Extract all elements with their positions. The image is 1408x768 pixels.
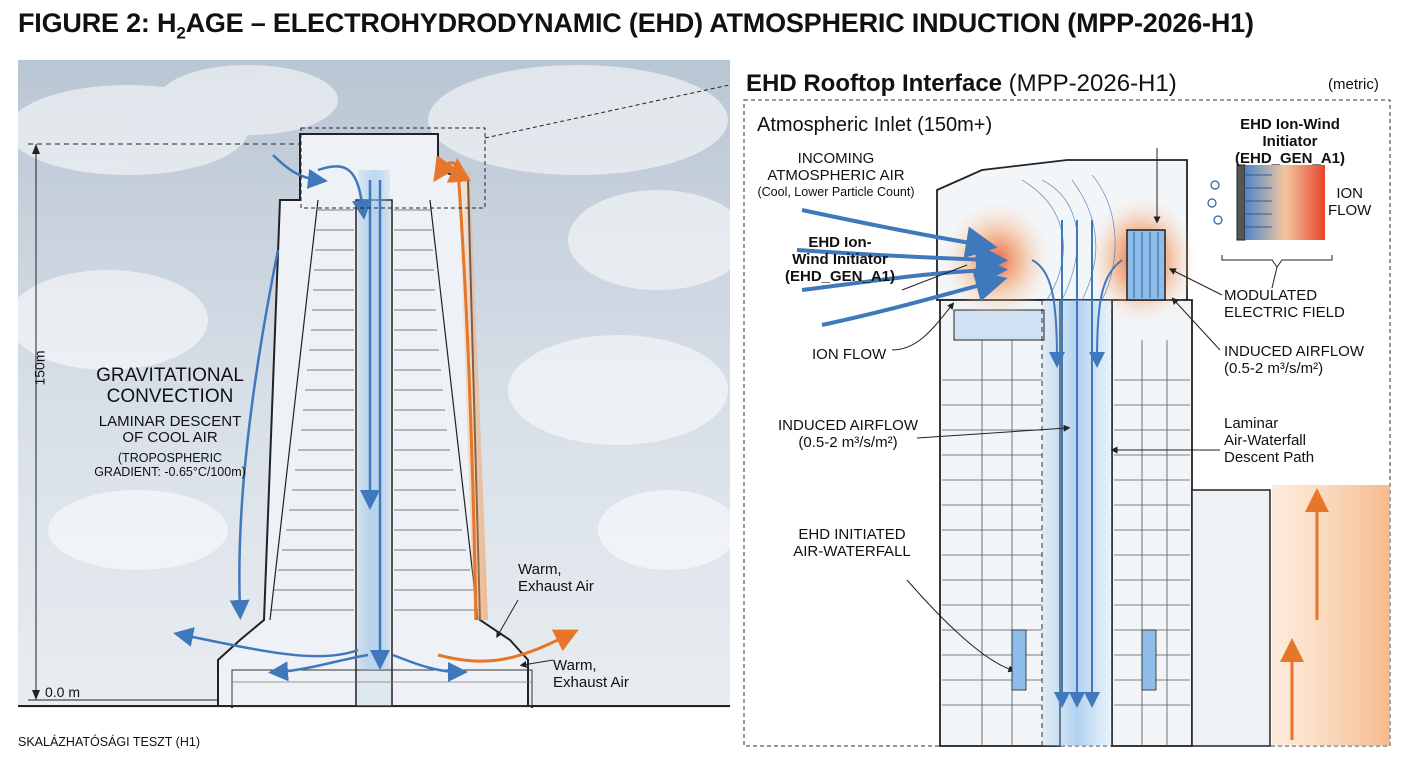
height-label: 150m — [31, 350, 48, 386]
incoming-air-label: INCOMING ATMOSPHERIC AIR (Cool, Lower Pa… — [757, 150, 915, 199]
gravitational-convection-label: GRAVITATIONAL CONVECTION LAMINAR DESCENT… — [94, 365, 246, 480]
warm-exhaust-lower-label: Warm, Exhaust Air — [553, 657, 629, 691]
warm-exhaust-upper-label: Warm, Exhaust Air — [518, 561, 594, 595]
roof-detail-box — [300, 127, 486, 209]
incoming-air-arrows — [796, 208, 1008, 327]
inset-title: EHD Rooftop Interface (MPP-2026-H1) — [746, 70, 1177, 97]
footer-note: SKALÁZHATÓSÁGI TESZT (H1) — [18, 735, 200, 749]
cool-air-arrows — [173, 154, 468, 682]
modulated-field-label: MODULATED ELECTRIC FIELD — [1224, 287, 1345, 321]
induced-airflow-center-label: INDUCED AIRFLOW (0.5-2 m³/s/m²) — [777, 417, 919, 451]
figure-title: FIGURE 2: H2AGE – ELECTROHYDRODYNAMIC (E… — [18, 8, 1254, 43]
floor-lines — [270, 209, 478, 611]
atmospheric-inlet-label: Atmospheric Inlet (150m+) — [757, 114, 993, 136]
ion-flow-mini-diagram — [1207, 164, 1333, 289]
induced-airflow-right-label: INDUCED AIRFLOW (0.5-2 m³/s/m²) — [1224, 343, 1365, 377]
rooftop-interface-detail — [743, 99, 1391, 747]
ion-flow-left-label: ION FLOW — [812, 346, 887, 363]
clouds — [18, 65, 730, 570]
descent-arrows — [1031, 220, 1123, 708]
ion-flow-right-label: ION FLOW — [1328, 185, 1372, 219]
leader-lines — [891, 148, 1223, 673]
warm-air-arrows — [433, 155, 579, 663]
warm-rise-arrows — [1280, 488, 1329, 740]
initiator-left-label: EHD Ion- Wind Initiator (EHD_GEN_A1) — [784, 234, 896, 285]
laminar-descent-label: Laminar Air-Waterfall Descent Path — [1224, 415, 1315, 466]
units-label: (metric) — [1328, 76, 1379, 93]
initiator-top-label: EHD Ion-Wind Initiator (EHD_GEN_A1) — [1234, 116, 1346, 167]
ehd-waterfall-label: EHD INITIATED AIR-WATERFALL — [793, 526, 911, 560]
tower-section-diagram — [18, 60, 730, 708]
ground-level-label: 0.0 m — [45, 684, 81, 700]
ehd-initiator-unit — [1126, 229, 1166, 301]
